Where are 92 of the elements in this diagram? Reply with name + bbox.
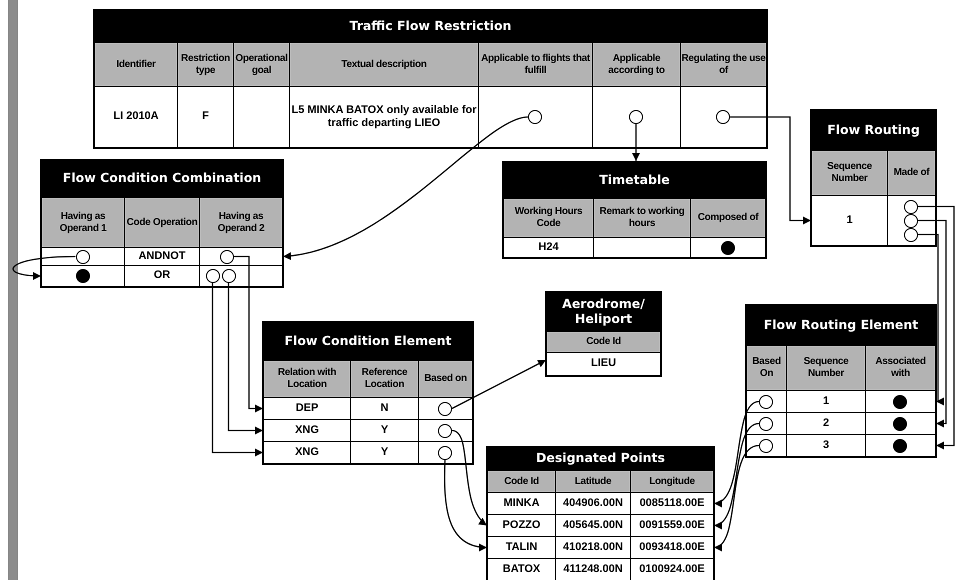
column-header: Latitude: [555, 470, 631, 493]
arrow: [918, 220, 947, 428]
table-cell: XNG: [263, 441, 351, 464]
table-title: Timetable: [503, 162, 766, 198]
table-row: [263, 441, 473, 464]
column-header: Reference Location: [350, 360, 419, 398]
table-row: [487, 514, 714, 537]
arrow: [228, 283, 263, 434]
table-cell: 0091559.00E: [630, 514, 714, 537]
arrow: [714, 400, 760, 506]
table-title: Flow Routing: [811, 110, 936, 150]
table-row: [94, 86, 767, 148]
table-cell: 0093418.00E: [630, 536, 714, 559]
table-cell: DEP: [263, 397, 351, 420]
column-header: Code Id: [546, 331, 661, 353]
data-table: [745, 304, 937, 458]
table-row: [487, 558, 714, 580]
data-table: [810, 109, 937, 247]
column-header: Code Id: [487, 470, 556, 493]
table-cell: Y: [350, 441, 419, 464]
table-title: Traffic Flow Restriction: [94, 10, 767, 42]
table-row: [746, 390, 936, 413]
table-cell: BATOX: [487, 558, 556, 580]
table-row: [263, 397, 473, 420]
column-header: Associated with: [865, 345, 936, 391]
table-cell: OR: [124, 265, 200, 287]
column-header: Made of: [887, 150, 936, 196]
column-header: Identifier: [94, 42, 178, 87]
column-header: Based On: [746, 345, 787, 391]
arrow: [714, 444, 760, 549]
arrow: [632, 124, 640, 161]
column-header: Applicable according to: [592, 42, 681, 87]
table-title: Flow Routing Element: [746, 305, 936, 345]
table-title: Designated Points: [487, 447, 714, 470]
table-row: [41, 265, 283, 287]
table-cell: POZZO: [487, 514, 556, 537]
table-cell: 1: [811, 195, 888, 246]
column-header: Applicable to flights that fulfill: [478, 42, 593, 87]
arrow: [12, 256, 76, 280]
data-table: [262, 321, 474, 465]
column-header: Remark to working hours: [593, 198, 691, 238]
arrow: [452, 359, 546, 410]
arrow: [212, 283, 263, 456]
column-header: Relation with Location: [263, 360, 351, 398]
table-row: [41, 247, 283, 266]
column-header: Code Operation: [124, 197, 200, 248]
arrow: [444, 459, 488, 551]
column-header: Longitude: [630, 470, 714, 493]
column-header: Having as Operand 2: [199, 197, 283, 248]
data-table: [93, 9, 768, 149]
arrow: [918, 234, 944, 406]
table-cell: L5 MINKA BATOX only available for traffic departing LIEO: [289, 86, 479, 148]
table-cell: LIEU: [546, 352, 661, 376]
table-cell: 0085118.00E: [630, 492, 714, 515]
arrow: [730, 116, 811, 224]
table-row: [811, 195, 936, 246]
table-cell: TALIN: [487, 536, 556, 559]
table-title: Aerodrome/ Heliport: [546, 292, 661, 331]
arrow: [714, 422, 760, 527]
table-title: Flow Condition Combination: [41, 160, 283, 197]
table-row: [503, 237, 766, 258]
table-row: [487, 492, 714, 515]
data-table: [486, 446, 715, 580]
table-cell: LI 2010A: [94, 86, 178, 148]
table-row: [746, 412, 936, 435]
data-table: [40, 159, 284, 288]
table-cell: MINKA: [487, 492, 556, 515]
table-cell: XNG: [263, 419, 351, 442]
column-header: Sequence Number: [811, 150, 888, 196]
arrow: [918, 206, 955, 450]
column-header: Sequence Number: [786, 345, 866, 391]
column-header: Having as Operand 1: [41, 197, 125, 248]
data-table: [545, 291, 662, 377]
table-cell: H24: [503, 237, 594, 258]
arrow: [234, 256, 263, 412]
column-header: Based on: [418, 360, 473, 398]
column-header: Regulating the use of: [680, 42, 767, 87]
table-cell: 3: [786, 434, 866, 457]
column-header: Restriction type: [177, 42, 234, 87]
arrow: [452, 430, 488, 526]
table-cell: 0100924.00E: [630, 558, 714, 580]
column-header: Operational goal: [233, 42, 290, 87]
table-cell: F: [177, 86, 234, 148]
table-row: [746, 434, 936, 457]
table-row: [487, 536, 714, 559]
table-row: [263, 419, 473, 442]
table-title: Flow Condition Element: [263, 322, 473, 360]
column-header: Textual description: [289, 42, 479, 87]
data-table: [502, 161, 767, 259]
column-header: Working Hours Code: [503, 198, 594, 238]
column-header: Composed of: [690, 198, 766, 238]
arrow: [282, 116, 528, 260]
